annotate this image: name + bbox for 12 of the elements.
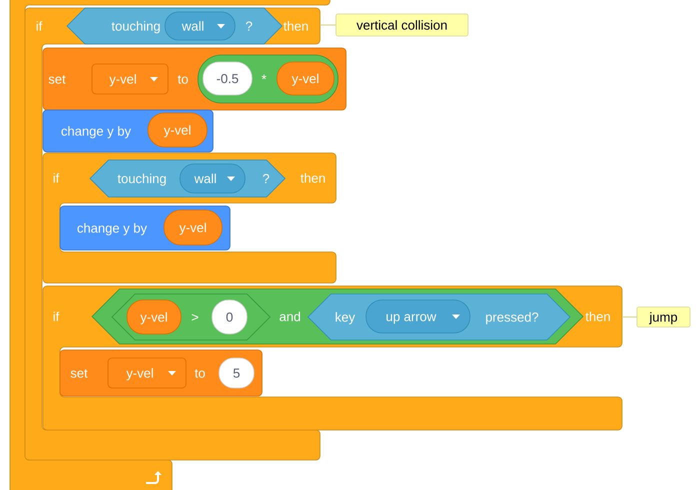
comment-line: [622, 316, 637, 318]
number-input: 5: [218, 358, 254, 388]
dropdown-menu: y-vel: [92, 64, 168, 94]
dropdown-menu: wall: [180, 164, 246, 194]
dropdown-menu: up arrow: [366, 300, 470, 334]
comment-line: [320, 24, 336, 26]
dropdown-menu: wall: [164, 12, 236, 40]
comment-note: vertical collision: [336, 14, 468, 36]
dropdown-menu: y-vel: [108, 358, 186, 388]
number-input: 0: [212, 300, 248, 334]
number-input: -0.5: [202, 62, 252, 96]
comment-note: jump: [636, 306, 690, 328]
